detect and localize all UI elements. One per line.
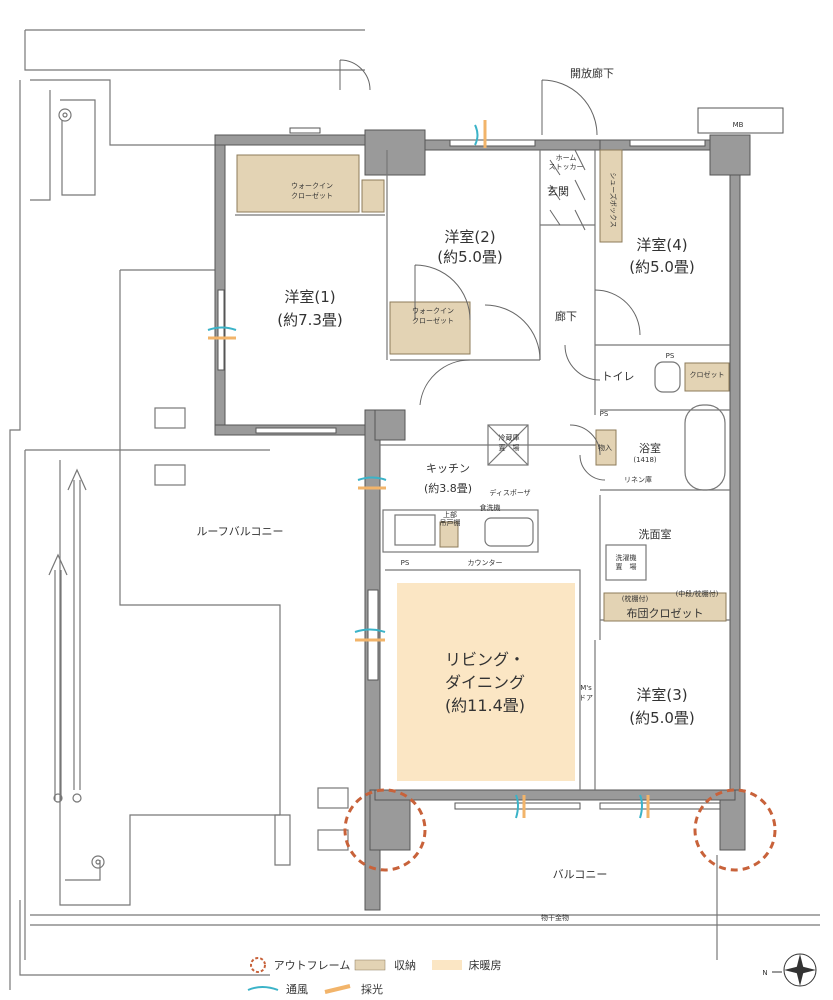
legend-ventilation: 通風	[286, 983, 308, 996]
home-stocker-2: ストッカー	[549, 163, 584, 171]
western2-size: (約5.0畳)	[437, 248, 503, 266]
storage-areas	[236, 149, 730, 622]
living-label-2: ダイニング	[445, 673, 525, 692]
western2-name: 洋室(2)	[444, 228, 495, 246]
mens-door-label: M's	[580, 684, 592, 692]
ventilation-daylight-markers	[207, 120, 650, 819]
linen-label: リネン庫	[624, 475, 652, 484]
living-size: (約11.4畳)	[445, 696, 525, 715]
roof-balcony-arrows	[48, 468, 87, 803]
windows	[217, 107, 784, 810]
western4-size: (約5.0畳)	[629, 258, 695, 276]
mens-door-label-2: ドア	[579, 694, 593, 702]
corridor-label: 開放廊下	[570, 66, 614, 80]
shoebox-label: シューズボックス	[609, 172, 618, 227]
western4-name: 洋室(4)	[636, 236, 687, 254]
upper-cabinet-1: 上部	[443, 510, 457, 519]
outframe-marker-left	[343, 788, 427, 872]
kitchen-label: キッチン	[426, 462, 470, 475]
dishwasher-label: 食洗機	[480, 503, 501, 512]
legend-outframe: アウトフレーム	[274, 959, 351, 972]
wic1-label-2: クローゼット	[291, 191, 333, 200]
roof-balcony-outline	[9, 29, 820, 990]
shelf1-label: (枕棚付)	[622, 594, 649, 603]
kitchen-size: (約3.8畳)	[424, 481, 472, 495]
western1-name: 洋室(1)	[284, 288, 335, 306]
western3-name: 洋室(3)	[636, 686, 687, 704]
washer-label-1: 洗濯機	[616, 553, 637, 562]
living-floor-heating	[397, 583, 575, 781]
home-stocker-1: ホーム	[556, 154, 577, 162]
closet-label: クロゼット	[690, 370, 725, 379]
bath-size: (1418)	[633, 456, 657, 464]
roof-balcony-label: ルーフバルコニー	[196, 525, 283, 538]
outframe-marker-right	[693, 788, 777, 872]
washroom-label: 洗面室	[639, 527, 672, 541]
futon-closet-label: 布団クロゼット	[627, 607, 704, 620]
ps-label-kitchen: PS	[401, 559, 410, 567]
washer-label-2: 置 場	[616, 562, 637, 571]
wic2-label-1: ウォークイン	[412, 307, 454, 315]
bath-label: 浴室	[639, 441, 661, 455]
storage-in-label: 物入	[598, 443, 612, 452]
wic1-label-1: ウォークイン	[291, 182, 333, 190]
doors	[339, 59, 641, 481]
legend-floor-heating: 床暖房	[469, 958, 502, 972]
disposer-label: ディスポーザ	[489, 488, 530, 497]
compass-rose	[772, 953, 817, 987]
fridge-label-1: 冷蔵庫	[499, 433, 520, 442]
shelf2-label: (中段/枕棚付)	[676, 589, 719, 598]
living-label-1: リビング・	[445, 650, 525, 669]
ps-label-bath: PS	[600, 410, 609, 418]
compass-label: N	[762, 969, 767, 977]
labels: 開放廊下 MB 洋室(1) (約7.3畳) 洋室(2) (約5.0畳) 洋室(4…	[196, 66, 767, 996]
legend-swatches	[247, 957, 462, 994]
balcony-label: バルコニー	[553, 868, 608, 881]
legend-storage: 収納	[394, 959, 416, 972]
legend-daylight: 採光	[361, 982, 383, 996]
toilet-label: トイレ	[602, 370, 635, 383]
entrance-label: 玄関	[547, 184, 569, 198]
counter-label: カウンター	[468, 558, 503, 567]
drying-hardware-label: 物干金物	[541, 913, 569, 922]
upper-cabinet-2: 吊戸棚	[440, 518, 461, 527]
western3-size: (約5.0畳)	[629, 709, 695, 727]
wic2-label-2: クローゼット	[412, 316, 454, 325]
western1-size: (約7.3畳)	[277, 311, 343, 329]
fridge-label-2: 置 場	[499, 443, 520, 452]
ps-label-toilet: PS	[666, 352, 675, 360]
mb-label: MB	[733, 121, 744, 129]
fixtures	[274, 361, 726, 960]
hallway-label: 廊下	[555, 309, 577, 323]
